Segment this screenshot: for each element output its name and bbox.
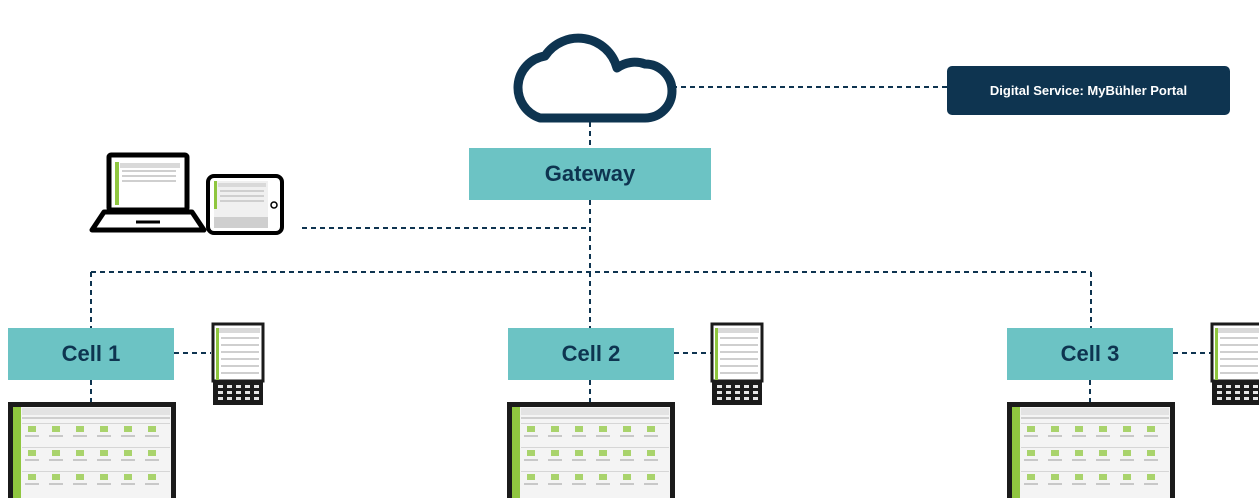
portal-box: Digital Service: MyBühler Portal bbox=[947, 66, 1230, 115]
cloud-icon bbox=[513, 33, 677, 123]
cell-3-label: Cell 3 bbox=[1060, 341, 1120, 366]
gateway-box: Gateway bbox=[469, 148, 711, 200]
cell-2-box: Cell 2 bbox=[508, 328, 674, 380]
touch-panel-screens bbox=[8, 402, 1175, 498]
handheld-panel-icon bbox=[710, 322, 764, 405]
laptop-icon bbox=[89, 152, 207, 233]
cell-1-box: Cell 1 bbox=[8, 328, 174, 380]
cell-1-label: Cell 1 bbox=[61, 341, 121, 366]
tablet-icon bbox=[206, 174, 284, 235]
connection-lines bbox=[90, 86, 1211, 402]
handheld-panels bbox=[211, 322, 1259, 405]
handheld-panel-icon bbox=[211, 322, 265, 405]
portal-label: Digital Service: MyBühler Portal bbox=[989, 83, 1188, 98]
cell-2-label: Cell 2 bbox=[561, 341, 621, 366]
cell-3-box: Cell 3 bbox=[1007, 328, 1173, 380]
gateway-label: Gateway bbox=[544, 161, 636, 186]
touch-panel-screen-icon bbox=[1007, 402, 1175, 498]
touch-panel-screen-icon bbox=[507, 402, 675, 498]
touch-panel-screen-icon bbox=[8, 402, 176, 498]
handheld-panel-icon bbox=[1210, 322, 1259, 405]
